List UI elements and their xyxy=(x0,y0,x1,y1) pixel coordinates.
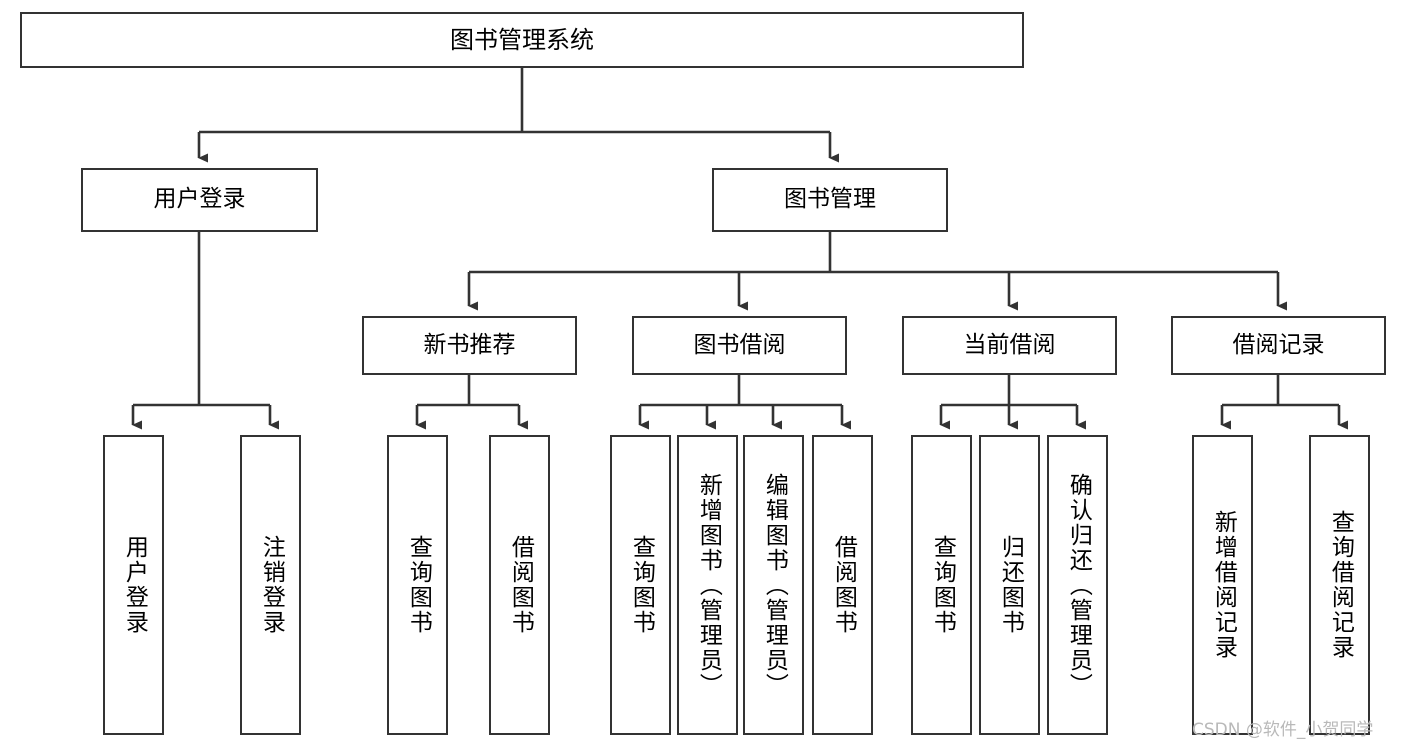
node-label: 用户登录 xyxy=(153,186,246,213)
leaf-borrow-query-book[interactable]: 查询图书 xyxy=(610,435,671,735)
node-label: 用户登录 xyxy=(121,535,148,635)
node-label: 查询图书 xyxy=(628,535,655,635)
csdn-watermark: CSDN @软件_小贺同学 xyxy=(1192,720,1374,740)
node-label: 查询图书 xyxy=(929,535,956,635)
node-label: 新增图书（管理员） xyxy=(695,472,722,698)
node-user-login[interactable]: 用户登录 xyxy=(81,168,318,232)
node-book-management[interactable]: 图书管理 xyxy=(712,168,948,232)
node-label: 借阅图书 xyxy=(507,535,534,635)
node-label: 借阅图书 xyxy=(830,535,857,635)
leaf-recommend-query-book[interactable]: 查询图书 xyxy=(387,435,448,735)
leaf-borrow-borrow-book[interactable]: 借阅图书 xyxy=(812,435,873,735)
node-label: 确认归还（管理员） xyxy=(1065,472,1092,698)
node-label: 当前借阅 xyxy=(963,331,1056,358)
node-book-borrow[interactable]: 图书借阅 xyxy=(632,316,847,375)
node-borrow-record[interactable]: 借阅记录 xyxy=(1171,316,1386,375)
leaf-record-add-record[interactable]: 新增借阅记录 xyxy=(1192,435,1253,735)
leaf-current-query-book[interactable]: 查询图书 xyxy=(911,435,972,735)
leaf-recommend-borrow-book[interactable]: 借阅图书 xyxy=(489,435,550,735)
leaf-user-login-signout[interactable]: 注销登录 xyxy=(240,435,301,735)
leaf-record-query-record[interactable]: 查询借阅记录 xyxy=(1309,435,1370,735)
node-label: 新增借阅记录 xyxy=(1210,510,1237,660)
leaf-borrow-add-book[interactable]: 新增图书（管理员） xyxy=(677,435,738,735)
node-label: 归还图书 xyxy=(997,535,1024,635)
leaf-user-login-signin[interactable]: 用户登录 xyxy=(103,435,164,735)
node-label: 借阅记录 xyxy=(1232,331,1325,358)
node-label: 查询借阅记录 xyxy=(1327,510,1354,660)
node-label: 图书管理系统 xyxy=(450,25,594,54)
node-label: 查询图书 xyxy=(405,535,432,635)
node-label: 图书管理 xyxy=(784,186,876,213)
node-label: 编辑图书（管理员） xyxy=(761,472,788,698)
node-label: 新书推荐 xyxy=(423,331,516,358)
node-label: 注销登录 xyxy=(258,535,285,635)
leaf-borrow-edit-book[interactable]: 编辑图书（管理员） xyxy=(743,435,804,735)
leaf-current-return-book[interactable]: 归还图书 xyxy=(979,435,1040,735)
node-root-system[interactable]: 图书管理系统 xyxy=(20,12,1024,68)
leaf-current-confirm-return[interactable]: 确认归还（管理员） xyxy=(1047,435,1108,735)
node-current-borrow[interactable]: 当前借阅 xyxy=(902,316,1117,375)
node-new-book-recommend[interactable]: 新书推荐 xyxy=(362,316,577,375)
node-label: 图书借阅 xyxy=(693,331,786,358)
